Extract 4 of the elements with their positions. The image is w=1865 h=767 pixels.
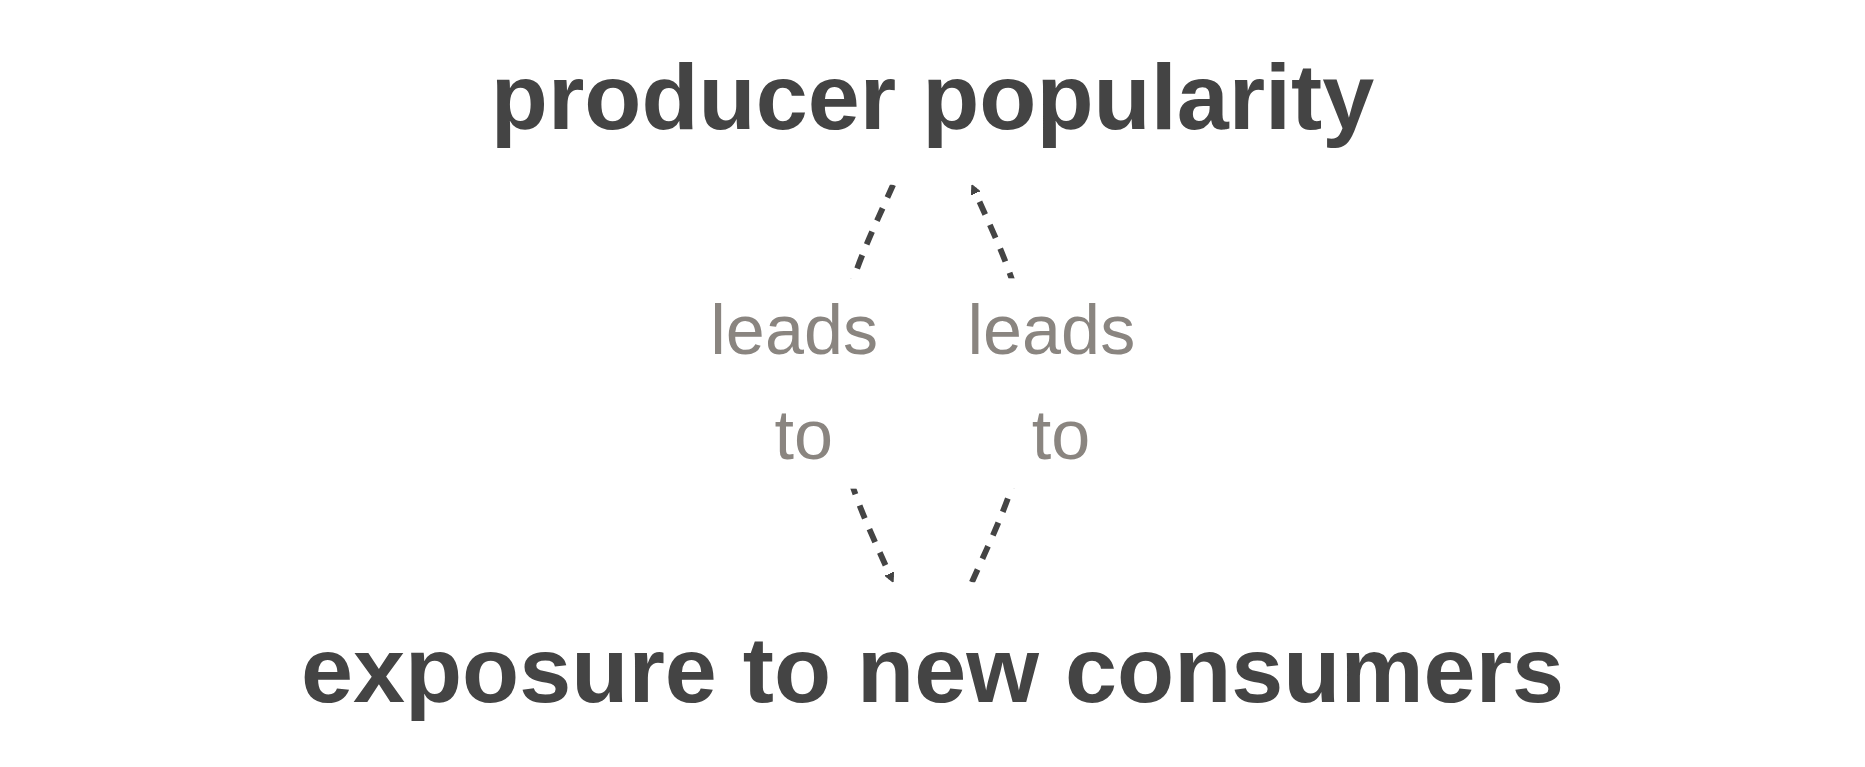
node-text: producer popularity xyxy=(490,44,1375,149)
node-text: exposure to new consumers xyxy=(300,617,1565,722)
edge-label: leads to xyxy=(710,291,878,475)
edge-label: leads to xyxy=(967,291,1136,475)
